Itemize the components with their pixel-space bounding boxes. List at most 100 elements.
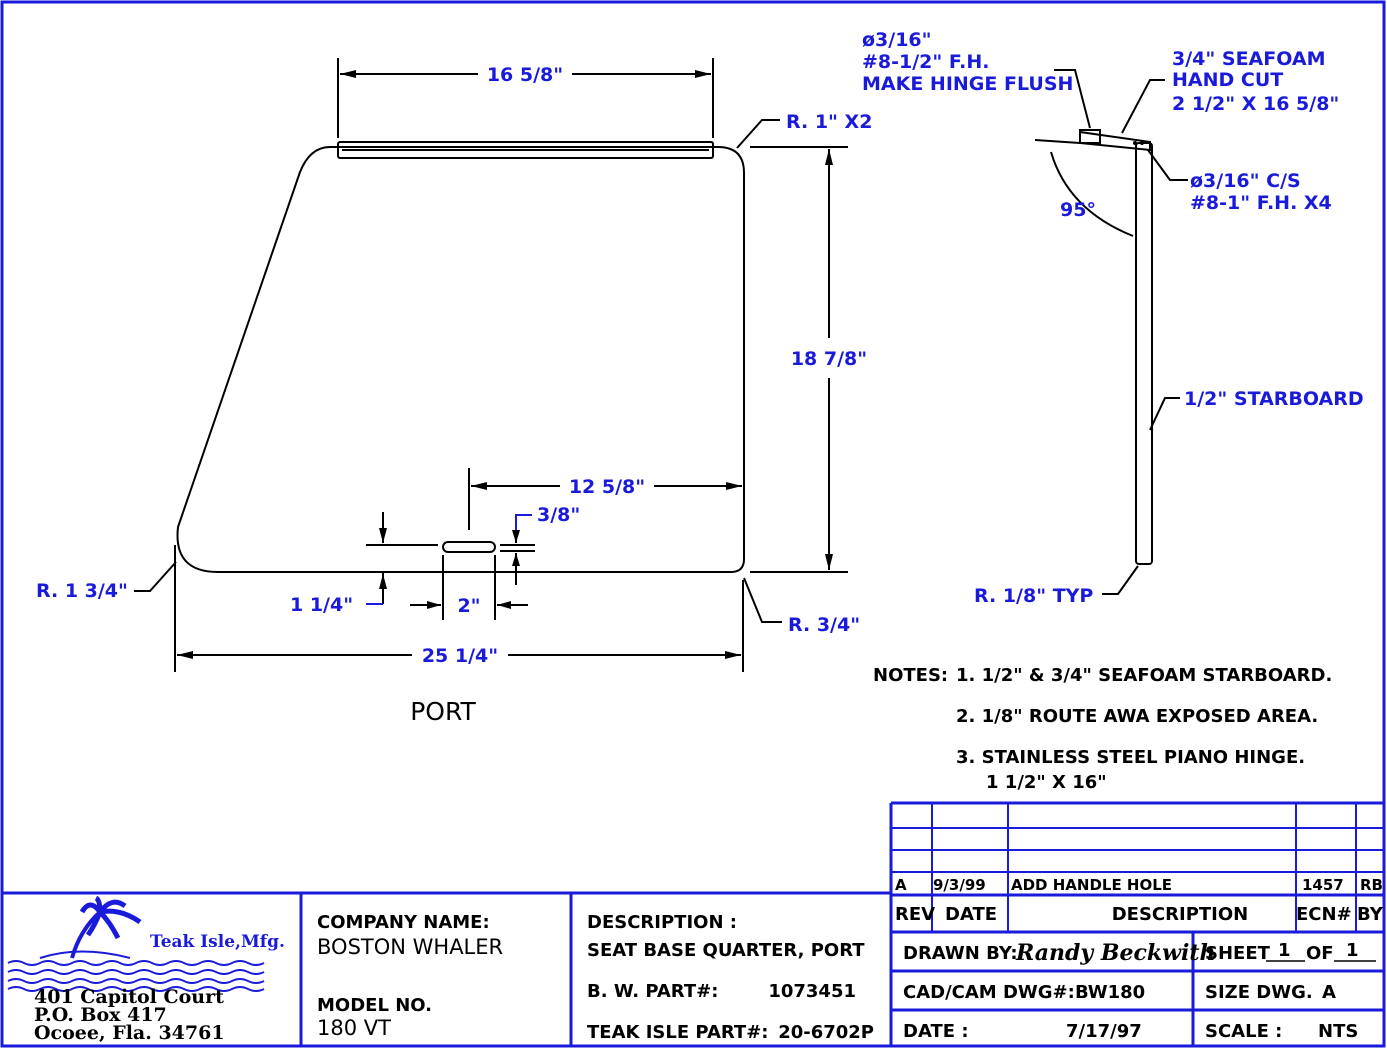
company-brand: Teak Isle,Mfg. bbox=[150, 932, 285, 952]
bw-part-label: B. W. PART#: bbox=[587, 981, 718, 1002]
leader bbox=[1121, 79, 1165, 134]
dim-height: 18 7/8" bbox=[791, 348, 867, 370]
rev-by: RB bbox=[1360, 876, 1383, 894]
drawn-by-signature: Randy Beckwith bbox=[1015, 940, 1216, 966]
angle-label: 95° bbox=[1060, 199, 1096, 221]
cs-line1: ø3/16" C/S bbox=[1190, 170, 1301, 192]
date-label: DATE : bbox=[903, 1021, 969, 1042]
arrow bbox=[177, 651, 193, 659]
description-label: DESCRIPTION : bbox=[587, 912, 737, 933]
dim-top-width: 16 5/8" bbox=[487, 64, 563, 86]
note-item-3: 3. STAINLESS STEEL PIANO HINGE. bbox=[956, 747, 1305, 768]
arrow bbox=[471, 482, 487, 490]
sheet-number: 1 bbox=[1278, 940, 1291, 961]
address-line2: P.O. Box 417 bbox=[34, 1004, 167, 1026]
description-header: DESCRIPTION bbox=[1112, 904, 1249, 925]
of-label: OF bbox=[1306, 943, 1334, 964]
notes: NOTES: 1. 1/2" & 3/4" SEAFOAM STARBOARD.… bbox=[873, 665, 1332, 793]
waves bbox=[7, 969, 265, 975]
waves bbox=[7, 986, 265, 992]
handle-hole bbox=[442, 541, 496, 553]
rev-description: ADD HANDLE HOLE bbox=[1011, 876, 1172, 894]
angle-line bbox=[1034, 139, 1081, 144]
dim-handle-bottom: 1 1/4" bbox=[290, 594, 353, 616]
note-item-3-cont: 1 1/2" X 16" bbox=[986, 772, 1107, 793]
rev-header: REV bbox=[895, 904, 935, 925]
date-header: DATE bbox=[945, 904, 997, 925]
screw-hole bbox=[1133, 141, 1137, 145]
seafoam-line1: 3/4" SEAFOAM bbox=[1172, 48, 1326, 70]
piano-hinge bbox=[337, 141, 714, 159]
model-label: MODEL NO. bbox=[317, 995, 432, 1016]
teak-part-label: TEAK ISLE PART#: bbox=[587, 1022, 769, 1043]
palm-leaves bbox=[79, 895, 142, 940]
dwg-label: CAD/CAM DWG#: bbox=[903, 982, 1075, 1003]
seafoam-line3: 2 1/2" X 16 5/8" bbox=[1172, 93, 1339, 115]
side-view: 95° ø3/16" #8-1/2" F.H. MAKE HINGE FLUSH… bbox=[862, 29, 1364, 607]
rev-date: 9/3/99 bbox=[933, 876, 986, 894]
arrow bbox=[497, 601, 511, 609]
drawn-by-label: DRAWN BY: bbox=[903, 943, 1018, 964]
leader bbox=[736, 119, 780, 149]
leader bbox=[1054, 69, 1091, 129]
dim-handle-width: 2" bbox=[457, 595, 480, 617]
sheet-total: 1 bbox=[1346, 940, 1359, 961]
arrow bbox=[512, 553, 520, 566]
company-label: COMPANY NAME: bbox=[317, 912, 490, 933]
waves bbox=[7, 960, 265, 966]
size-label: SIZE DWG. bbox=[1205, 982, 1313, 1003]
teak-part-value: 20-6702P bbox=[778, 1022, 874, 1043]
rev-value: A bbox=[895, 876, 907, 894]
leader bbox=[1102, 565, 1139, 595]
model-number: 180 VT bbox=[317, 1016, 391, 1040]
company-name: BOSTON WHALER bbox=[317, 935, 503, 959]
screw-hole bbox=[1140, 141, 1144, 145]
hinge-note-label: MAKE HINGE FLUSH bbox=[862, 73, 1073, 95]
angle-arc bbox=[1050, 151, 1134, 237]
side-radius-label: R. 1/8" TYP bbox=[974, 585, 1093, 607]
arrow bbox=[725, 651, 741, 659]
starboard-board bbox=[1135, 142, 1153, 565]
scale-label: SCALE : bbox=[1205, 1021, 1282, 1042]
arrow bbox=[427, 601, 441, 609]
leader bbox=[1149, 397, 1180, 431]
panel-outline bbox=[176, 146, 745, 573]
notes-label: NOTES: bbox=[873, 665, 948, 686]
bw-part-value: 1073451 bbox=[768, 981, 856, 1002]
waves bbox=[7, 978, 265, 984]
sheet-label: SHEET bbox=[1205, 943, 1271, 964]
revision-block: A 9/3/99 ADD HANDLE HOLE 1457 RB REV DAT… bbox=[889, 801, 1384, 1046]
hinge-hole-label: ø3/16" bbox=[862, 29, 932, 51]
address-line3: Ocoee, Fla. 34761 bbox=[34, 1022, 225, 1044]
leader bbox=[515, 514, 532, 530]
arrow bbox=[379, 528, 387, 543]
arrow bbox=[695, 70, 711, 78]
size-value: A bbox=[1322, 982, 1336, 1003]
island bbox=[39, 950, 131, 959]
dim-handle-height: 3/8" bbox=[537, 504, 580, 526]
address-line1: 401 Capitol Court bbox=[34, 986, 224, 1008]
company-logo bbox=[7, 895, 265, 992]
ecn-header: ECN# bbox=[1296, 904, 1352, 925]
dim-radius-bottom-right: R. 3/4" bbox=[788, 614, 860, 636]
arrow bbox=[825, 149, 833, 165]
leader bbox=[743, 577, 782, 623]
arrow bbox=[512, 530, 520, 543]
description-value: SEAT BASE QUARTER, PORT bbox=[587, 940, 865, 961]
cs-line2: #8-1" F.H. X4 bbox=[1190, 192, 1332, 214]
dim-radius-top-right: R. 1" X2 bbox=[786, 111, 872, 133]
hinge-screw-label: #8-1/2" F.H. bbox=[862, 51, 989, 73]
front-view: 16 5/8" R. 1" X2 18 7/8" 12 5/8" 3/8" bbox=[36, 58, 872, 726]
scale-value: NTS bbox=[1318, 1021, 1358, 1042]
seafoam-top bbox=[1079, 130, 1151, 152]
note-item-1: 1. 1/2" & 3/4" SEAFOAM STARBOARD. bbox=[956, 665, 1332, 686]
rev-ecn: 1457 bbox=[1302, 876, 1344, 894]
date-value: 7/17/97 bbox=[1066, 1021, 1142, 1042]
dim-radius-bottom-left: R. 1 3/4" bbox=[36, 580, 128, 602]
arrow bbox=[340, 70, 356, 78]
note-item-2: 2. 1/8" ROUTE AWA EXPOSED AREA. bbox=[956, 706, 1318, 727]
view-label: PORT bbox=[410, 697, 476, 726]
arrow bbox=[379, 574, 387, 589]
title-block: Teak Isle,Mfg. 401 Capitol Court P.O. Bo… bbox=[2, 891, 1384, 1046]
